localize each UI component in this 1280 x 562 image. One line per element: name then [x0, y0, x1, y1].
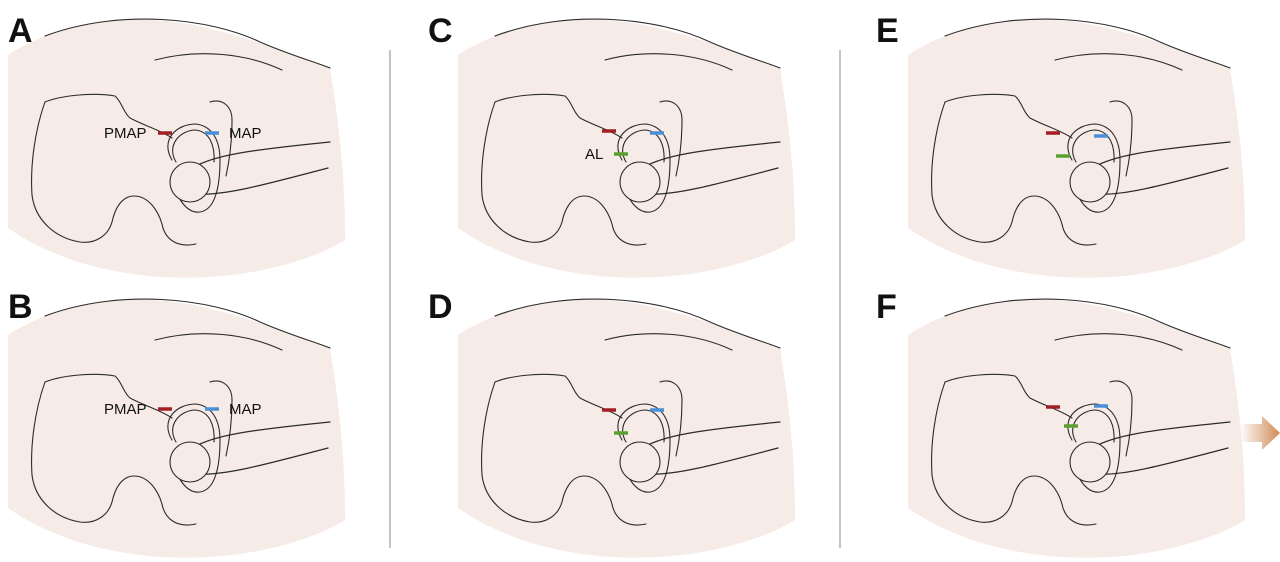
label-map-a: MAP: [229, 126, 262, 141]
panel-letter-f: F: [876, 290, 897, 324]
panel-e-drawing: [908, 19, 1245, 278]
label-pmap-a: PMAP: [104, 126, 147, 141]
right-arrow-icon: [1240, 416, 1280, 450]
panel-letter-c: C: [428, 14, 453, 48]
panel-c-drawing: [458, 19, 795, 278]
panel-b-drawing: [8, 299, 345, 558]
panel-letter-b: B: [8, 290, 33, 324]
panel-letter-e: E: [876, 14, 899, 48]
panel-d-drawing: [458, 299, 795, 558]
panel-letter-a: A: [8, 14, 33, 48]
label-al-c: AL: [585, 147, 603, 162]
label-pmap-b: PMAP: [104, 402, 147, 417]
panel-f-drawing: [908, 299, 1245, 558]
label-map-b: MAP: [229, 402, 262, 417]
panel-a-drawing: [8, 19, 345, 278]
panel-letter-d: D: [428, 290, 453, 324]
